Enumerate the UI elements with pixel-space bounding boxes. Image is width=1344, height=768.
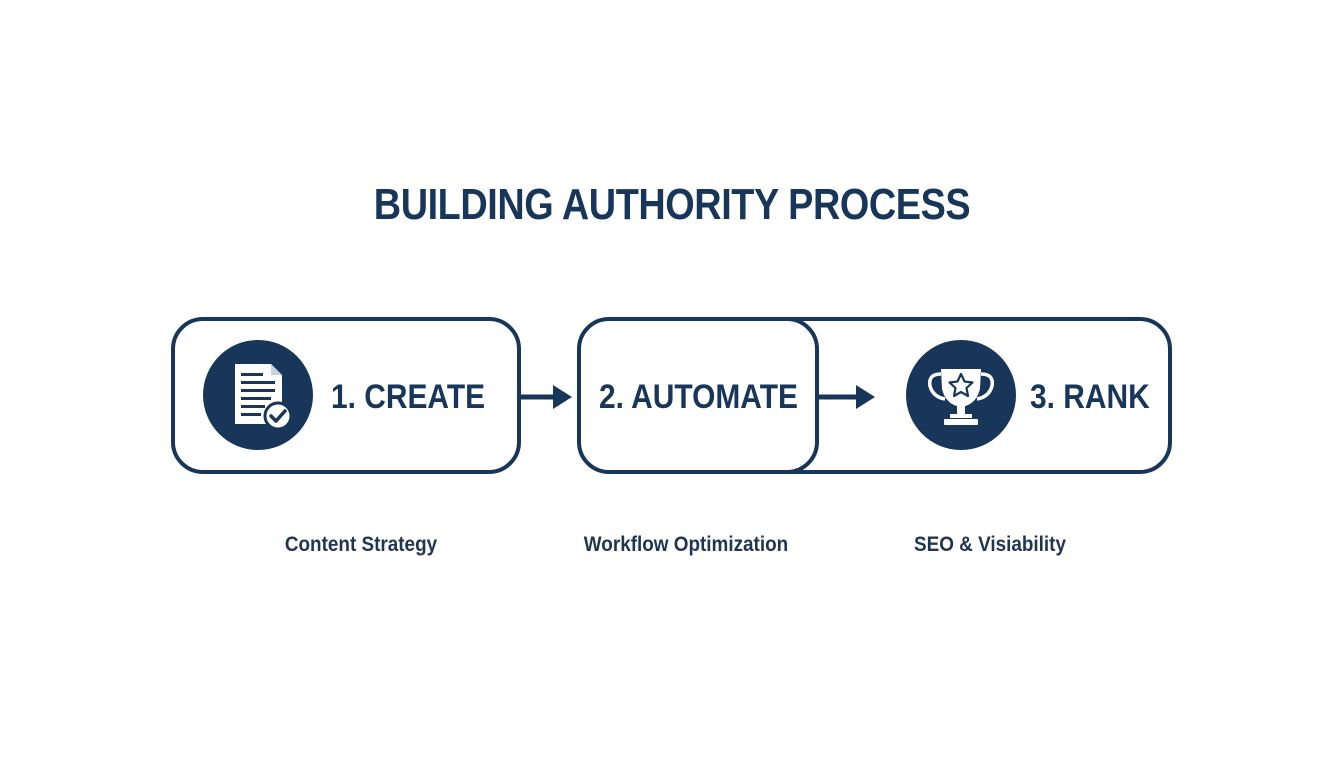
diagram-title: BUILDING AUTHORITY PROCESS: [373, 180, 971, 229]
caption-create: Content Strategy: [284, 533, 438, 556]
arrow-right-icon: [519, 385, 572, 409]
document-check-icon: [203, 340, 313, 450]
arrow-right-icon: [817, 385, 875, 409]
step-label-create: 1. CREATE: [331, 378, 486, 416]
trophy-star-icon: [906, 340, 1016, 450]
caption-rank: SEO & Visiability: [914, 533, 1066, 556]
step-label-automate: 2. AUTOMATE: [599, 378, 798, 416]
step-label-rank: 3. RANK: [1030, 378, 1150, 416]
caption-automate: Workflow Optimization: [583, 533, 789, 556]
